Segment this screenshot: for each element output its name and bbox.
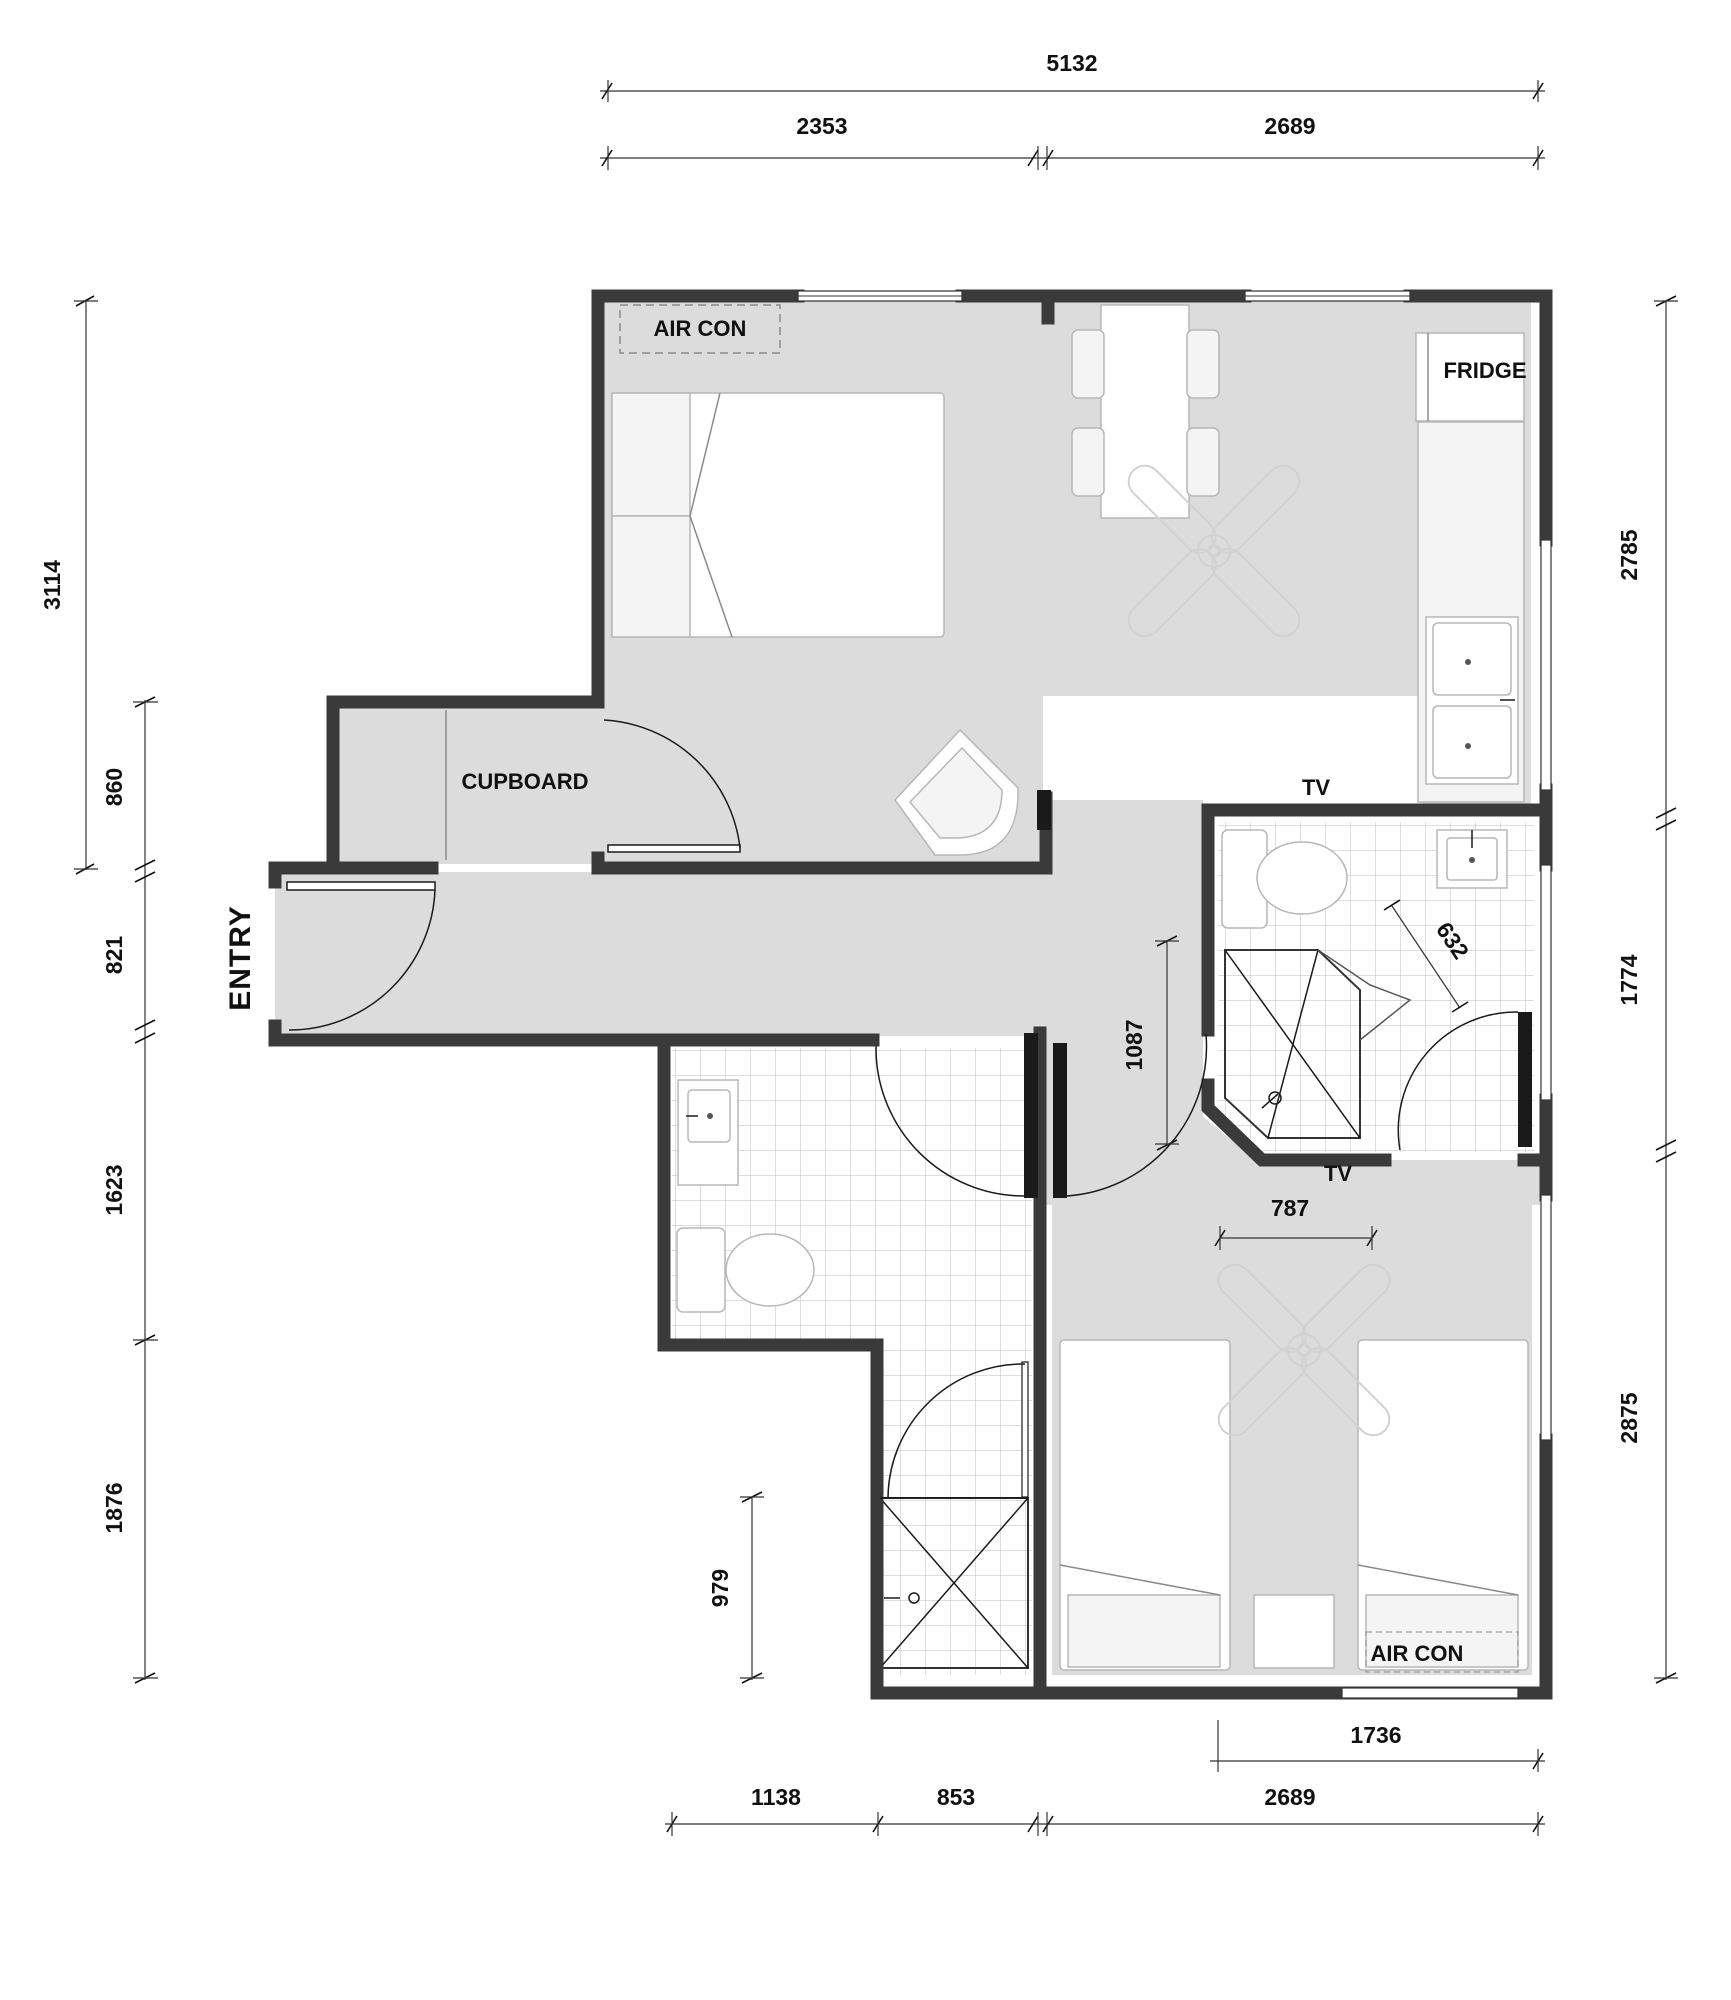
aircon-unit-top: [619, 304, 781, 354]
dim-top-overall: 5132: [1046, 50, 1097, 76]
label-entry: ENTRY: [224, 905, 257, 1011]
ensuite-basin: [1436, 829, 1508, 889]
dim-right-middle: 1774: [1616, 954, 1642, 1005]
label-aircon-top: AIR CON: [654, 316, 747, 341]
dim-bottom-1736: 1736: [1350, 1722, 1401, 1748]
dim-right-lower: 2875: [1616, 1392, 1642, 1443]
dim-shower-979: 979: [707, 1569, 733, 1607]
dim-bottom-1138: 1138: [751, 1784, 801, 1810]
ceiling-fan-upper: [1127, 464, 1301, 638]
hallway-floor: [275, 872, 1195, 1036]
fridge: [1415, 332, 1525, 422]
dining-set: [1071, 304, 1220, 519]
bathroom1-toilet: [676, 1227, 815, 1313]
label-cupboard: CUPBOARD: [461, 769, 588, 794]
bathroom1-lower-tiles: [876, 1335, 1032, 1675]
label-fridge: FRIDGE: [1443, 358, 1526, 383]
dim-left-860: 860: [101, 768, 127, 806]
single-bed-right: [1357, 1339, 1529, 1671]
label-aircon-bottom: AIR CON: [1371, 1641, 1464, 1666]
ensuite-shower: [1224, 949, 1412, 1139]
dim-left-1623: 1623: [101, 1164, 127, 1215]
double-bed: [611, 392, 945, 638]
dimension-lines: [74, 80, 1678, 1836]
label-tv-lower: TV: [1324, 1161, 1352, 1186]
dim-left-upper: 3114: [39, 560, 65, 610]
dim-right-upper: 2785: [1616, 529, 1642, 580]
room-labels: AIR CON FRIDGE CUPBOARD TV TV AIR CON EN…: [224, 316, 1527, 1666]
dim-top-right: 2689: [1264, 113, 1315, 139]
label-tv-upper: TV: [1302, 775, 1330, 800]
bathroom1-vanity: [677, 1079, 739, 1186]
dim-left-1876: 1876: [101, 1482, 127, 1533]
dimension-texts: 5132 2353 2689 3114 860 821 1623 1876 97…: [39, 50, 1642, 1810]
fixtures: [445, 304, 1529, 1673]
ensuite-toilet: [1221, 829, 1348, 929]
doors: [286, 719, 1519, 1499]
ceiling-fan-lower: [1217, 1263, 1391, 1437]
windows: [797, 290, 1552, 1699]
dim-left-821: 821: [101, 936, 127, 975]
armchair: [894, 728, 1019, 856]
dim-top-left: 2353: [796, 113, 847, 139]
dim-bed-787: 787: [1271, 1195, 1309, 1221]
dim-bottom-853: 853: [937, 1784, 975, 1810]
kitchen-sink: [1425, 616, 1519, 785]
aircon-unit-bottom: [1365, 1631, 1519, 1673]
cupboard-floor: [334, 700, 599, 864]
dim-hall-1087: 1087: [1121, 1019, 1147, 1070]
bedside-table: [1253, 1594, 1335, 1669]
dim-bottom-right: 2689: [1264, 1784, 1315, 1810]
single-bed-left: [1059, 1339, 1231, 1671]
